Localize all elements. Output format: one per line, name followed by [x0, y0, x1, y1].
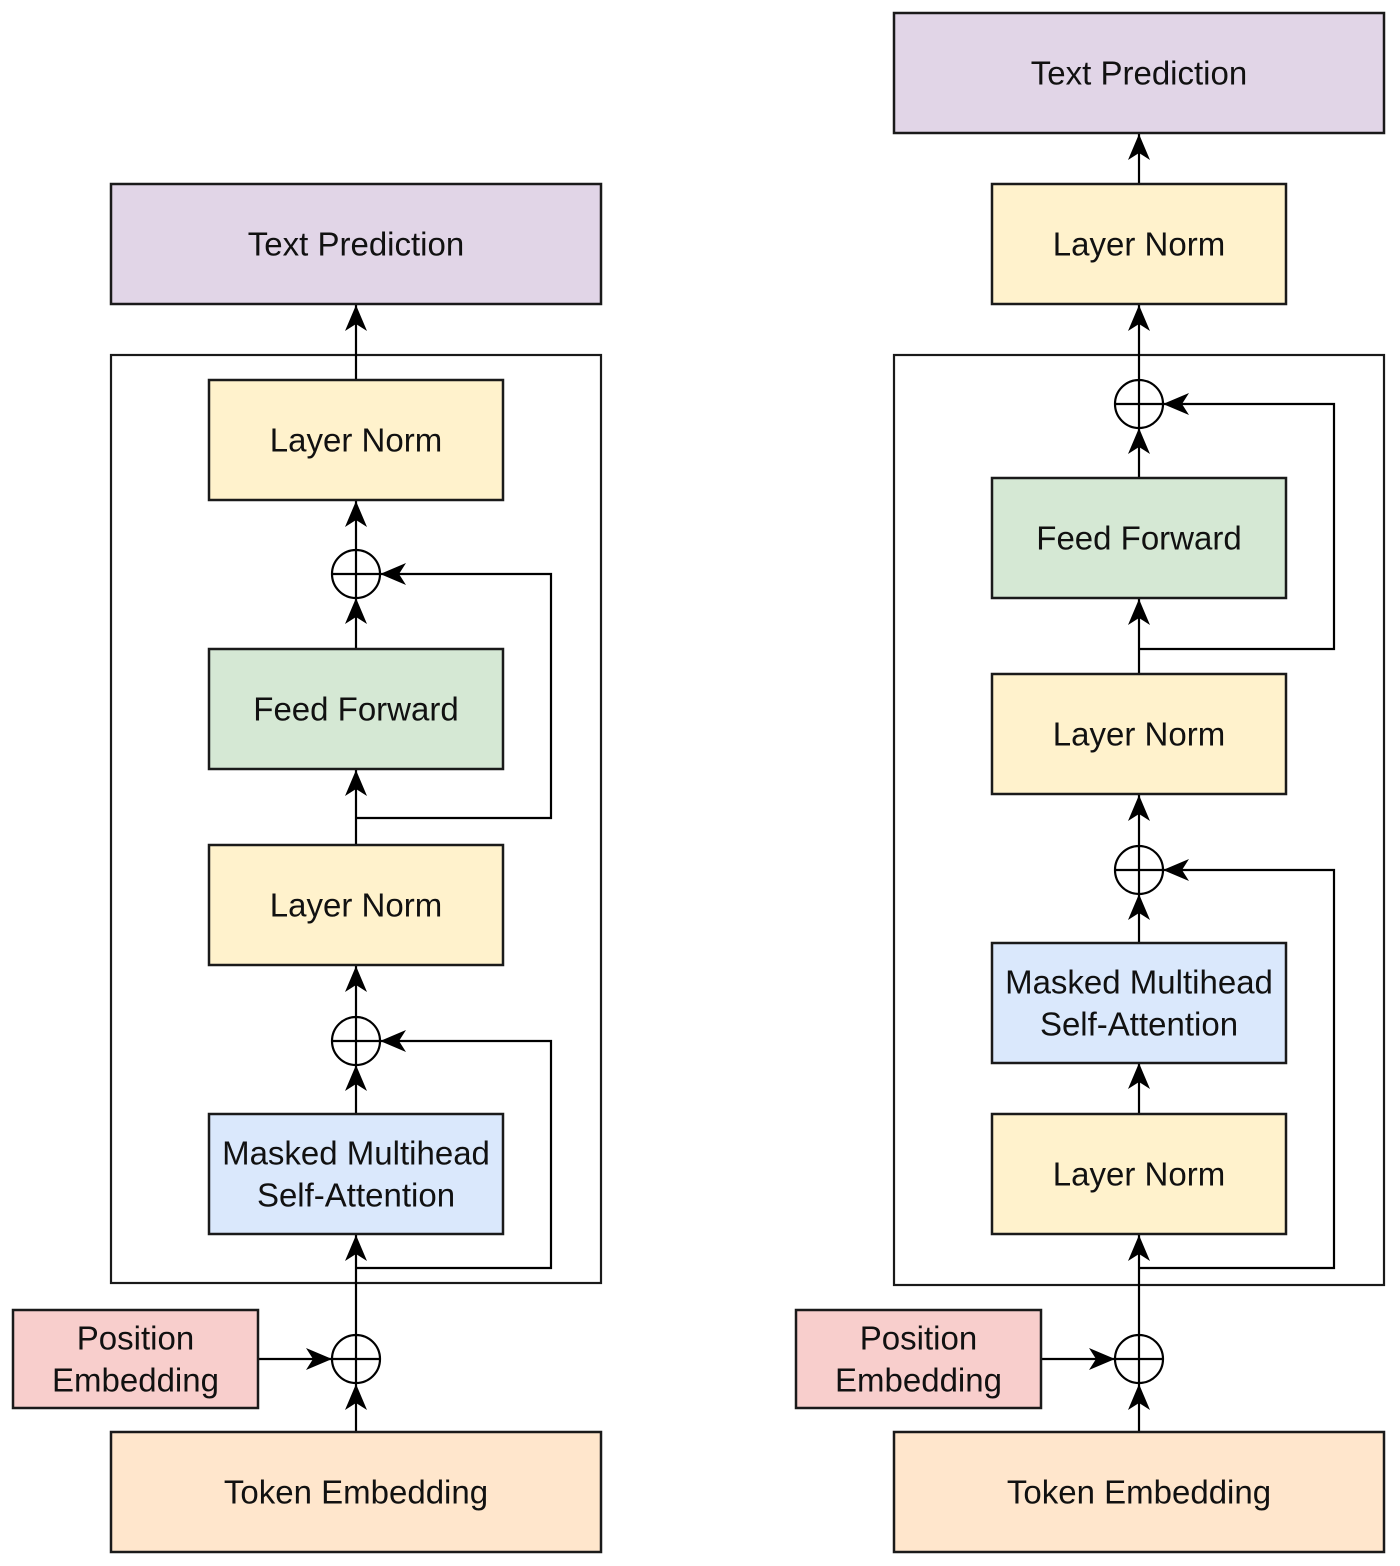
layer-norm-final-block-box	[990, 182, 1288, 306]
add-circle-icon	[1113, 844, 1165, 896]
arrowhead-left-icon	[380, 1030, 406, 1052]
residual-attn	[356, 1039, 553, 1270]
position-embedding-block-label: Embedding	[52, 1362, 219, 1399]
arrowhead-up-icon	[345, 598, 367, 624]
add-circle-icon	[330, 1333, 382, 1385]
position-embedding-block-label: Embedding	[835, 1362, 1002, 1399]
arrowhead-up-icon	[1128, 795, 1150, 821]
attention-block-box	[990, 941, 1288, 1065]
layer-norm-mid-block-box	[207, 843, 505, 967]
layer-norm-bottom-block-label: Layer Norm	[1053, 1156, 1225, 1193]
feed-forward-block-box	[990, 476, 1288, 600]
text-prediction-block-label: Text Prediction	[1031, 55, 1247, 92]
arrowhead-up-icon	[1128, 1235, 1150, 1261]
arrowhead-up-icon	[1128, 134, 1150, 160]
arrowhead-up-icon	[1128, 894, 1150, 920]
arrowhead-up-icon	[345, 305, 367, 331]
arrowhead-up-icon	[345, 1384, 367, 1410]
arrowhead-left-icon	[1163, 393, 1189, 415]
layer-norm-mid-block-box	[990, 672, 1288, 796]
text-prediction-block-box	[892, 11, 1386, 135]
add-circle-icon	[1113, 378, 1165, 430]
position-embedding-block-box	[11, 1308, 260, 1410]
feed-forward-block: Feed Forward	[990, 476, 1288, 600]
token-embedding-block: Token Embedding	[892, 1430, 1386, 1554]
layer-norm-final-block: Layer Norm	[990, 182, 1288, 306]
attention-block-label: Self-Attention	[1040, 1006, 1238, 1043]
layer-norm-mid-block: Layer Norm	[207, 843, 505, 967]
layer-norm-mid-block-label: Layer Norm	[270, 887, 442, 924]
position-embedding-block-label: Position	[77, 1320, 194, 1357]
arrowhead-up-icon	[1128, 428, 1150, 454]
arrowhead-up-icon	[345, 501, 367, 527]
residual-ff	[356, 572, 553, 820]
arrowhead-up-icon	[1128, 305, 1150, 331]
feed-forward-block: Feed Forward	[207, 647, 505, 771]
text-prediction-block-label: Text Prediction	[248, 226, 464, 263]
layer-norm-final-block-label: Layer Norm	[1053, 226, 1225, 263]
arrowhead-up-icon	[345, 1065, 367, 1091]
add-circle-icon	[1113, 1333, 1165, 1385]
position-embedding-block-box	[794, 1308, 1043, 1410]
token-embedding-block: Token Embedding	[109, 1430, 603, 1554]
arrowhead-right-icon	[306, 1348, 332, 1370]
layer-norm-top-block-label: Layer Norm	[270, 422, 442, 459]
token-embedding-block-box	[892, 1430, 1386, 1554]
layer-norm-bottom-block-box	[990, 1112, 1288, 1236]
layer-norm-top-block: Layer Norm	[207, 378, 505, 502]
layer-norm-mid-block: Layer Norm	[990, 672, 1288, 796]
token-embedding-block-box	[109, 1430, 603, 1554]
attention-block-label: Masked Multihead	[1005, 964, 1273, 1001]
text-prediction-block: Text Prediction	[892, 11, 1386, 135]
feed-forward-block-label: Feed Forward	[253, 691, 458, 728]
arrowhead-up-icon	[345, 1235, 367, 1261]
arrowhead-up-icon	[345, 770, 367, 796]
attention-block-label: Self-Attention	[257, 1177, 455, 1214]
arrowhead-right-icon	[1089, 1348, 1115, 1370]
arrowhead-up-icon	[1128, 1384, 1150, 1410]
add-circle-icon	[330, 1015, 382, 1067]
arrowhead-up-icon	[1128, 1063, 1150, 1089]
text-prediction-block: Text Prediction	[109, 182, 603, 306]
text-prediction-block-box	[109, 182, 603, 306]
feed-forward-block-box	[207, 647, 505, 771]
layer-norm-bottom-block: Layer Norm	[990, 1112, 1288, 1236]
token-embedding-block-label: Token Embedding	[224, 1474, 488, 1511]
arrowhead-left-icon	[1163, 859, 1189, 881]
layer-norm-top-block-box	[207, 378, 505, 502]
feed-forward-block-label: Feed Forward	[1036, 520, 1241, 557]
layer-norm-mid-block-label: Layer Norm	[1053, 716, 1225, 753]
add-circle-icon	[330, 548, 382, 600]
arrowhead-up-icon	[1128, 599, 1150, 625]
residual-ff	[1139, 402, 1336, 651]
arrowhead-left-icon	[380, 563, 406, 585]
position-embedding-block-label: Position	[860, 1320, 977, 1357]
token-embedding-block-label: Token Embedding	[1007, 1474, 1271, 1511]
residual-attn	[1139, 868, 1336, 1270]
attention-block-label: Masked Multihead	[222, 1135, 490, 1172]
arrowhead-up-icon	[345, 966, 367, 992]
attention-block-box	[207, 1112, 505, 1236]
